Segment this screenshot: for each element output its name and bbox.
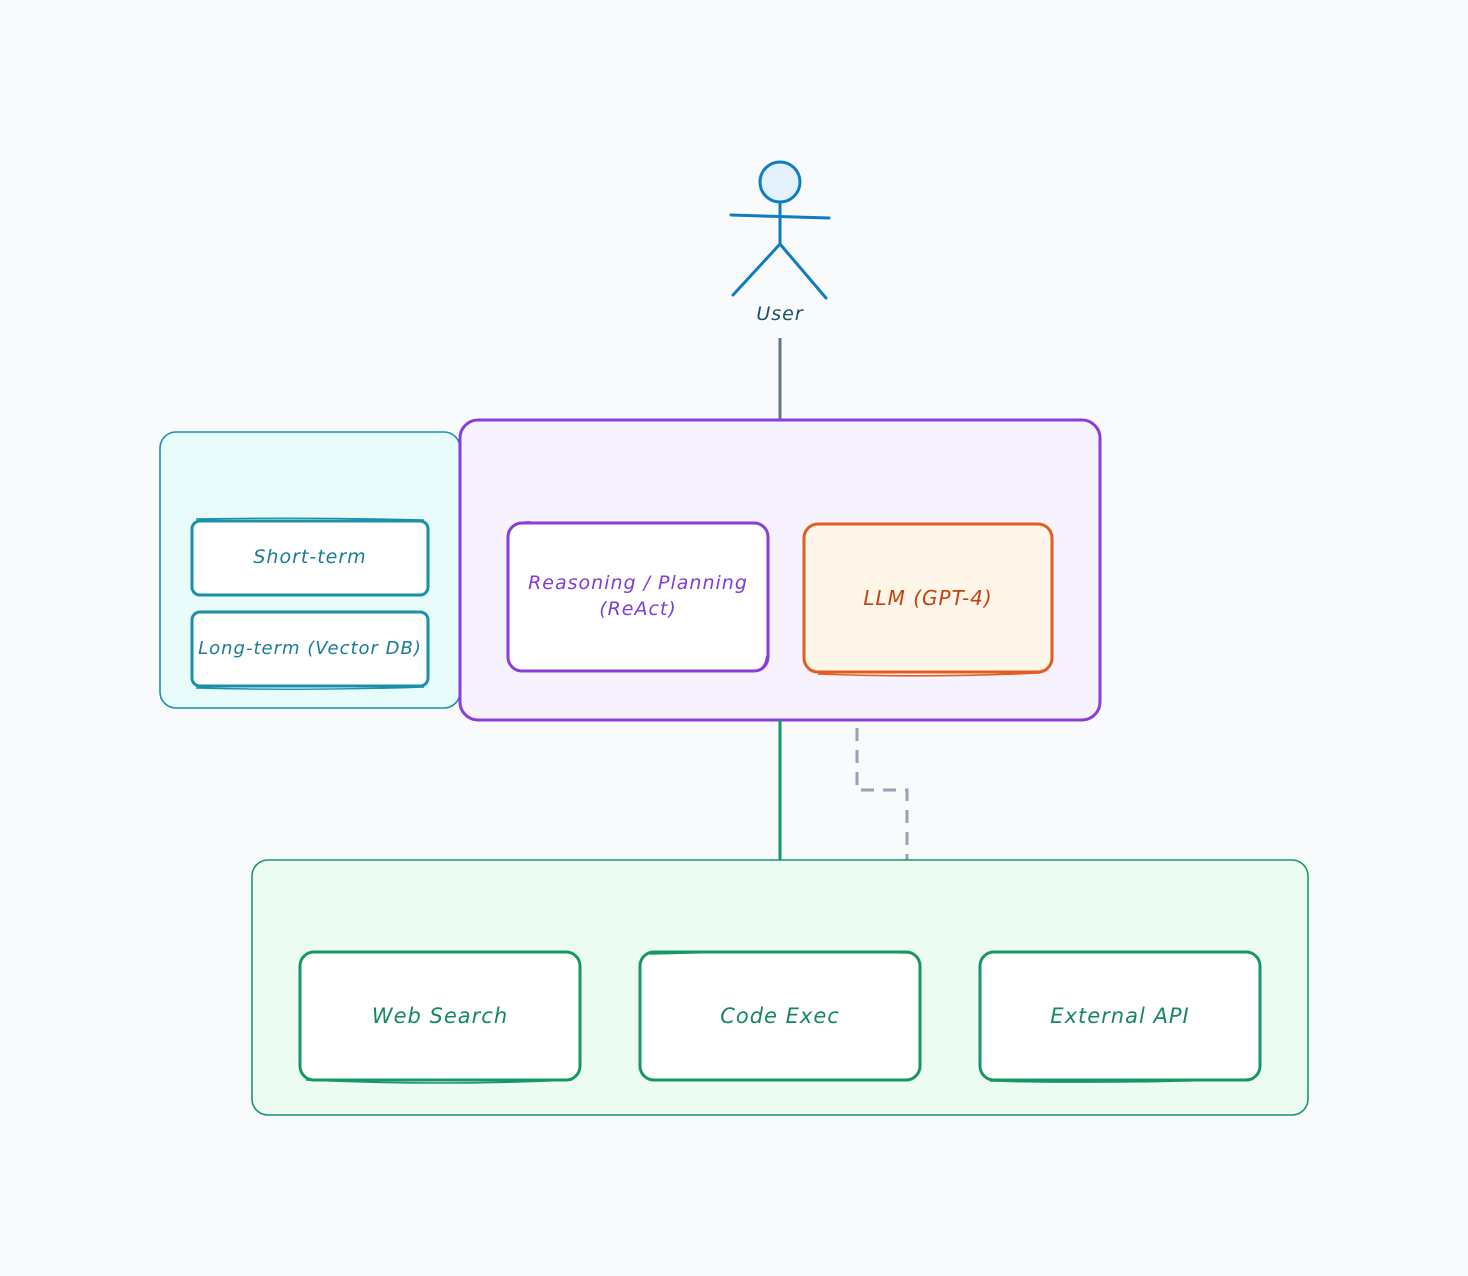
memory-box-long-term[interactable] [190,610,430,688]
llm-box-sketch [817,672,1041,677]
memory-box-short-term-sketch [195,517,425,521]
llm-box[interactable] [802,522,1054,674]
reasoning-label: Reasoning / Planning (ReAct) [528,572,748,620]
memory-box-short-term[interactable] [190,519,430,597]
tool-box-external-api[interactable] [978,950,1262,1082]
short-term-label: Short-term [253,546,367,569]
tool-box-web-search-sketch [305,1079,573,1084]
user-label: User [756,303,804,326]
tool-box-external-api-sketch [989,1078,1253,1083]
llm-label: LLM (GPT-4) [863,585,993,610]
memory-box-long-term-sketch [195,686,425,690]
reasoning-box-sketch [513,521,768,669]
code-exec-label: Code Exec [720,1003,840,1028]
tool-box-code-exec-sketch [649,950,913,955]
reasoning-box[interactable] [506,521,770,673]
stick-figure-icon [729,160,831,300]
tool-box-web-search[interactable] [298,950,582,1082]
long-term-label: Long-term (Vector DB) [198,637,422,659]
external-api-label: External API [1050,1003,1190,1028]
web-search-label: Web Search [371,1003,509,1028]
connector-dashed [855,728,909,860]
